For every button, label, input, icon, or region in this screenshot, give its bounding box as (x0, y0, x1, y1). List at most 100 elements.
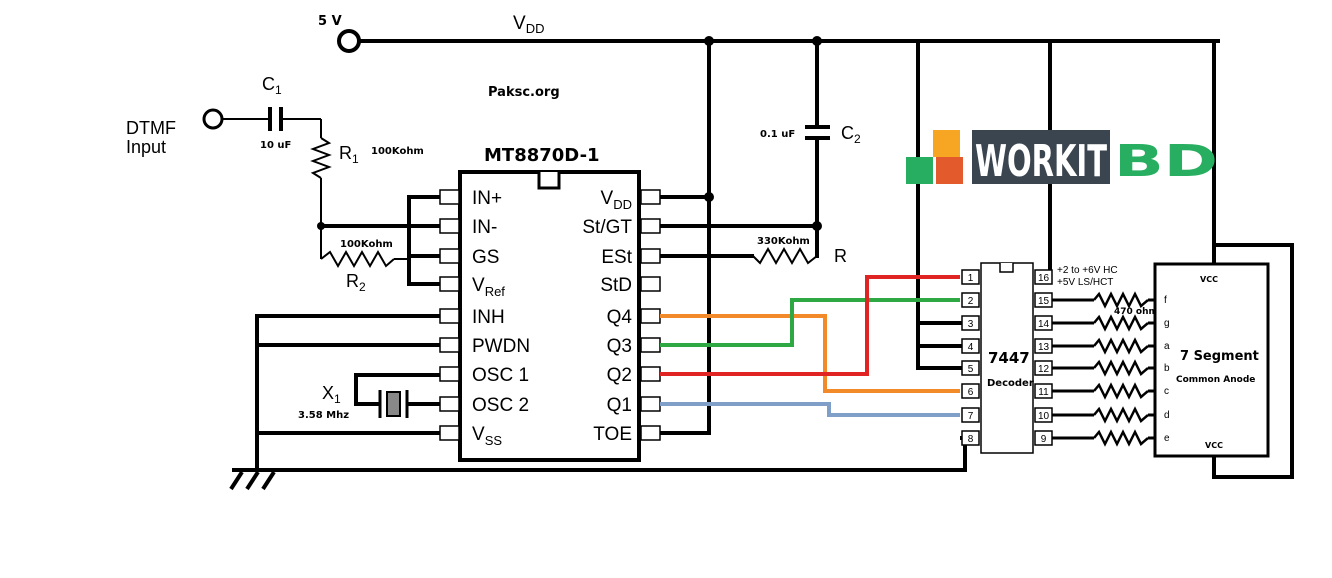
5v-terminal-icon (337, 29, 361, 53)
logo-dark-panel (972, 130, 1110, 184)
ic1-right-pin-label: Q3 (607, 336, 632, 357)
ic1-body (458, 170, 641, 462)
input-section: DTMF Input C1 10 uF R1 100Kohm 100Kohm R… (126, 74, 442, 294)
ic1-left-pin (439, 189, 460, 205)
r2-resistor-icon (320, 249, 395, 269)
logo-square-orange (933, 130, 960, 157)
segment-label: b (1164, 363, 1170, 374)
ic2-supply-note-1: +2 to +6V HC (1057, 265, 1118, 276)
ic2-subtitle: Decoder (987, 378, 1034, 389)
c1-name: C1 (262, 74, 282, 97)
ic1-left-pin (439, 218, 460, 234)
ic2-left-pin-number: 2 (968, 296, 974, 307)
segment-label: a (1164, 341, 1170, 352)
ic1-left-pin (439, 366, 460, 382)
r3-value: 330Kohm (757, 236, 810, 247)
segment-label: g (1164, 318, 1170, 329)
ic1-right-pin-label: StD (600, 275, 632, 296)
ic1-right-pin-label: ESt (601, 247, 632, 268)
ic1-name: MT8870D-1 (484, 145, 600, 166)
logo-square-green (906, 157, 933, 184)
logo-text-workit: WORKIT (975, 136, 1107, 187)
ic2-right-pin (1034, 269, 1053, 285)
r2-value: 100Kohm (340, 239, 393, 250)
ic1-right-pin-label: Q4 (607, 307, 633, 328)
ic2-resistor-value: 470 ohm (1114, 307, 1158, 317)
ic1-right-pin-label: St/GT (582, 217, 632, 238)
wire-q4 (660, 314, 960, 393)
ic2-notch-icon (999, 263, 1014, 273)
dtmf-label-2: Input (126, 137, 166, 157)
c1-value: 10 uF (260, 140, 291, 151)
segment-label: d (1164, 410, 1170, 421)
dtmf-label-1: DTMF (126, 118, 176, 138)
display-body (1153, 262, 1270, 458)
ic1-left-pin-label: IN- (472, 217, 497, 238)
ic1-right-pin (640, 425, 661, 441)
segment-label: e (1164, 433, 1170, 444)
ic2-left-pin (961, 360, 980, 376)
dtmf-input-terminal-icon (202, 108, 224, 130)
display-title: 7 Segment (1180, 349, 1259, 364)
ic1-left-pin-label: IN+ (472, 188, 502, 209)
logo-square-red (936, 157, 963, 184)
ic2-left-pin-number: 7 (968, 411, 974, 422)
ic1-right-pin-label: TOE (593, 424, 632, 445)
ic2-left-pin-number: 5 (968, 364, 974, 375)
crystal-x1: X1 3.58 Mhz (298, 373, 442, 421)
ic2-left-pin (961, 292, 980, 308)
segment-resistor-icon (1093, 314, 1149, 332)
ic2-right-pin-number: 15 (1038, 296, 1050, 307)
ic2-right-pin-number: 13 (1038, 342, 1050, 353)
ic1-right-pin (640, 396, 661, 412)
r3-resistor-icon (752, 246, 818, 266)
ic2-left-pin-number: 1 (968, 273, 974, 284)
ic2-right-pin-number: 16 (1038, 273, 1050, 284)
ground-wiring (229, 314, 967, 491)
ic1-left-pin-label: OSC 2 (472, 395, 529, 416)
logo-text-bd: BD (1114, 136, 1218, 187)
segment-resistor-icon (1093, 337, 1149, 355)
segment-resistor-icon (1093, 382, 1149, 400)
r1-name: R1 (339, 143, 359, 166)
ic1-left-pin (439, 425, 460, 441)
display-vcc-top: VCC (1200, 275, 1218, 284)
ic1-left-pin-label: GS (472, 247, 499, 268)
x1-value: 3.58 Mhz (298, 410, 349, 421)
r1-resistor-icon (310, 137, 332, 179)
ic1-left-pin (439, 276, 460, 292)
wire-q2 (660, 275, 960, 376)
ic1-left-pin (439, 308, 460, 324)
ic2-right-pin-number: 12 (1038, 364, 1050, 375)
ic1-right-pin (640, 366, 661, 382)
5v-label: 5 V (318, 14, 342, 29)
ic1-notch-icon (537, 172, 561, 190)
ic2-right-pin-number: 9 (1041, 434, 1047, 445)
segment-resistor-icon (1093, 429, 1149, 447)
ic2-left-pin-number: 4 (968, 342, 974, 353)
ic2-right-pin-number: 14 (1038, 319, 1050, 330)
ic2-supply-note-2: +5V LS/HCT (1057, 277, 1113, 288)
crystal-icon (386, 391, 401, 417)
ic1-left-pin (439, 396, 460, 412)
ic1-right-pin (640, 189, 661, 205)
r3-name: R (834, 246, 847, 266)
ic1-left-pin-label: INH (472, 307, 505, 328)
ic2-right-pin-number: 10 (1038, 411, 1050, 422)
ic1-left-pin (439, 337, 460, 353)
r1-value: 100Kohm (371, 146, 424, 157)
display-subtitle: Common Anode (1176, 375, 1255, 385)
wire-q3 (660, 298, 960, 347)
ic2-left-pin-number: 6 (968, 387, 974, 398)
ic2-name: 7447 (988, 349, 1030, 367)
ic2-left-pin (961, 315, 980, 331)
x1-name: X1 (322, 383, 341, 406)
watermark-text: Paksc.org (488, 85, 560, 100)
ic1-right-pin (640, 308, 661, 324)
ic1-right-wiring: 0.1 uF C2 330Kohm R (658, 123, 861, 435)
c2-name: C2 (841, 123, 861, 146)
ic1-left-pin-label: VSS (472, 424, 502, 448)
ic1-left-pin-label: PWDN (472, 336, 530, 357)
ic1-right-pin (640, 337, 661, 353)
